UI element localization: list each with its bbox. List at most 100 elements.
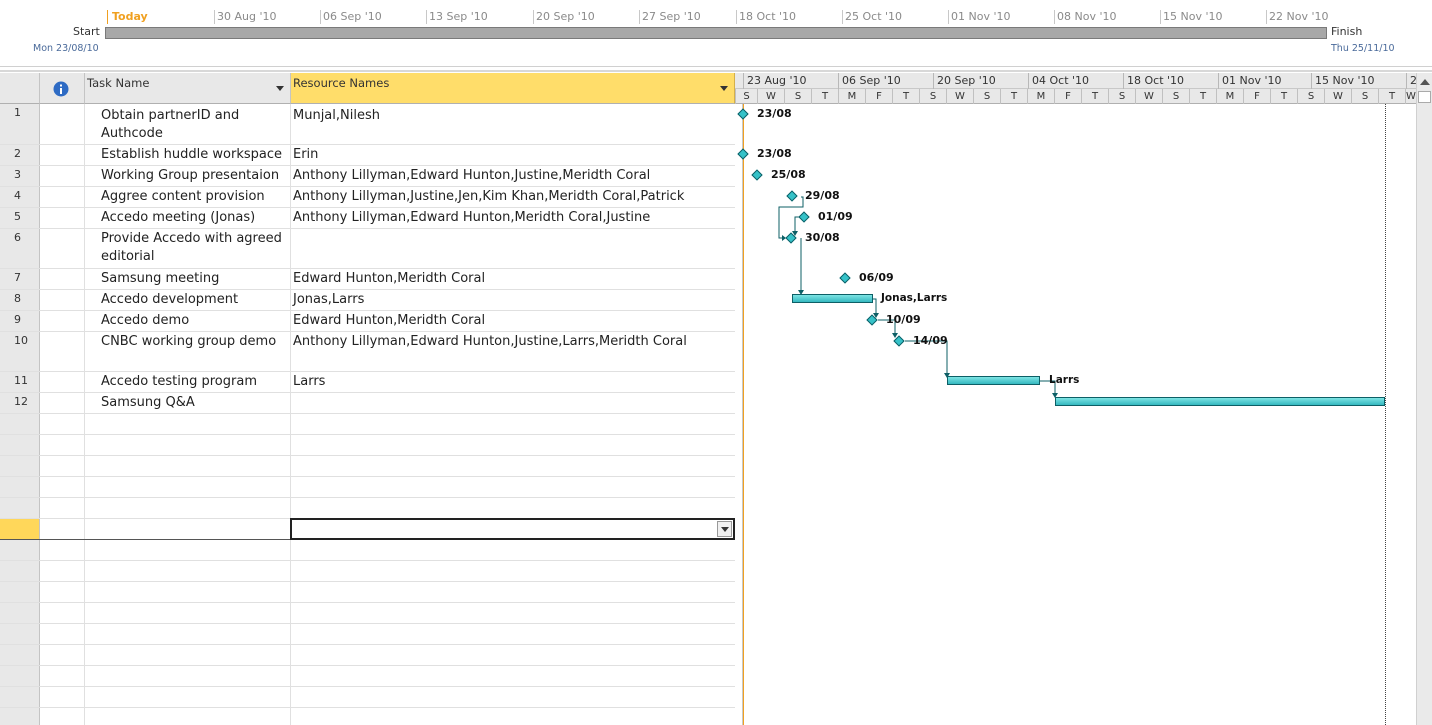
row-header-selected[interactable] <box>0 519 40 539</box>
row-header[interactable] <box>0 582 40 602</box>
row-header[interactable] <box>0 708 40 725</box>
task-name-cell[interactable]: Samsung meeting <box>101 271 220 286</box>
task-name-cell[interactable]: Accedo development <box>101 292 239 307</box>
row-header[interactable] <box>0 540 40 560</box>
link-arrow <box>792 231 798 236</box>
resource-names-cell[interactable]: Munjal,Nilesh <box>293 108 380 123</box>
timeline-date: 22 Nov '10 <box>1266 10 1328 24</box>
row-header[interactable] <box>0 561 40 581</box>
row-divider <box>0 331 735 332</box>
timeline-bar[interactable] <box>105 27 1327 39</box>
vertical-scrollbar[interactable] <box>1416 73 1432 725</box>
row-header[interactable] <box>0 666 40 686</box>
task-name-cell[interactable]: CNBC working group demo <box>101 334 277 349</box>
chevron-down-icon <box>721 527 729 532</box>
timescale-day: T <box>1378 89 1405 104</box>
row-header[interactable]: 7 <box>0 269 40 289</box>
resource-names-filter-icon[interactable] <box>720 86 728 91</box>
resource-names-column-header[interactable]: Resource Names <box>291 73 735 104</box>
row-header[interactable]: 11 <box>0 372 40 392</box>
task-bar-11[interactable] <box>947 376 1040 385</box>
scroll-thumb[interactable] <box>1418 91 1431 103</box>
task-name-column-header[interactable]: Task Name <box>85 73 291 104</box>
resource-dropdown-button[interactable] <box>717 521 732 537</box>
milestone-7-date: 06/09 <box>859 271 894 284</box>
row-header[interactable] <box>0 603 40 623</box>
row-header[interactable] <box>0 687 40 707</box>
row-header[interactable]: 10 <box>0 332 40 371</box>
row-divider <box>0 207 735 208</box>
row-divider <box>0 707 735 708</box>
scroll-up-icon[interactable] <box>1420 79 1430 85</box>
timescale-day: M <box>1216 89 1243 104</box>
row-header[interactable]: 8 <box>0 290 40 310</box>
task-name-cell[interactable]: Provide Accedo with agreed editorial <box>101 231 282 264</box>
timescale-day: T <box>1189 89 1216 104</box>
row-header[interactable] <box>0 435 40 455</box>
row-divider <box>0 289 735 290</box>
gantt-minor-timescale[interactable]: S W S T M F T S W S T M F T S W S T M F … <box>735 89 1432 104</box>
timescale-day: M <box>1027 89 1054 104</box>
resource-names-cell[interactable]: Jonas,Larrs <box>293 292 365 307</box>
row-divider <box>0 644 735 645</box>
row-header[interactable]: 5 <box>0 208 40 228</box>
resource-names-cell[interactable]: Edward Hunton,Meridth Coral <box>293 313 486 328</box>
row-header[interactable]: 4 <box>0 187 40 207</box>
task-name-cell[interactable]: Working Group presentaion <box>101 168 280 183</box>
resource-names-cell[interactable]: Anthony Lillyman,Justine,Jen,Kim Khan,Me… <box>293 189 685 204</box>
task-name-filter-icon[interactable] <box>276 86 284 91</box>
timescale-day: T <box>1270 89 1297 104</box>
gantt-chart[interactable]: 23 Aug '10 06 Sep '10 20 Sep '10 04 Oct … <box>735 73 1432 725</box>
row-header[interactable] <box>0 477 40 497</box>
task-name-cell[interactable]: Aggree content provision <box>101 189 265 204</box>
resource-names-edit-field[interactable] <box>290 518 735 540</box>
row-header[interactable]: 9 <box>0 311 40 331</box>
row-header[interactable] <box>0 456 40 476</box>
milestone-9-date: 10/09 <box>886 313 921 326</box>
row-header[interactable]: 2 <box>0 145 40 165</box>
select-all-corner[interactable] <box>0 73 40 104</box>
task-bar-12[interactable] <box>1055 397 1385 406</box>
row-header[interactable] <box>0 414 40 434</box>
task-name-cell[interactable]: Establish huddle workspace <box>101 147 282 162</box>
splitter[interactable] <box>0 70 1432 72</box>
row-header[interactable] <box>0 498 40 518</box>
task-bar-8[interactable] <box>792 294 873 303</box>
task-name-header-label: Task Name <box>87 76 150 90</box>
row-header[interactable] <box>0 624 40 644</box>
row-divider <box>0 455 735 456</box>
resource-names-cell[interactable]: Larrs <box>293 374 326 389</box>
resource-names-cell[interactable]: Erin <box>293 147 319 162</box>
timeline-date: 15 Nov '10 <box>1160 10 1222 24</box>
row-divider <box>0 581 735 582</box>
row-header[interactable]: 12 <box>0 393 40 413</box>
row-header[interactable]: 6 <box>0 229 40 268</box>
task-table[interactable]: Task Name Resource Names 1 Obtain partne… <box>0 73 735 725</box>
timeline-separator <box>0 66 1432 67</box>
gantt-major-timescale[interactable]: 23 Aug '10 06 Sep '10 20 Sep '10 04 Oct … <box>735 73 1432 89</box>
task-name-cell[interactable]: Accedo demo <box>101 313 190 328</box>
task-name-cell[interactable]: Samsung Q&A <box>101 395 195 410</box>
row-divider <box>0 497 735 498</box>
row-divider <box>0 413 735 414</box>
task-name-cell[interactable]: Obtain partnerID and Authcode <box>101 108 240 141</box>
row-header[interactable]: 3 <box>0 166 40 186</box>
timeline-view[interactable]: Today 30 Aug '10 06 Sep '10 13 Sep '10 2… <box>0 0 1432 66</box>
link-arrow <box>873 313 879 318</box>
timescale-day: F <box>1054 89 1081 104</box>
indicators-column-header[interactable] <box>40 73 85 104</box>
task-name-cell[interactable]: Accedo meeting (Jonas) <box>101 210 256 225</box>
row-header[interactable]: 1 <box>0 104 40 144</box>
row-header[interactable] <box>0 645 40 665</box>
timescale-day: S <box>1162 89 1189 104</box>
timescale-day: W <box>1405 89 1416 104</box>
timescale-week: 18 Oct '10 <box>1123 73 1218 89</box>
resource-names-cell[interactable]: Anthony Lillyman,Edward Hunton,Justine,L… <box>293 334 687 349</box>
task-name-cell[interactable]: Accedo testing program <box>101 374 257 389</box>
link-10-11 <box>905 340 948 375</box>
resource-names-cell[interactable]: Anthony Lillyman,Edward Hunton,Justine,M… <box>293 168 651 183</box>
column-divider <box>84 104 85 725</box>
resource-names-cell[interactable]: Anthony Lillyman,Edward Hunton,Meridth C… <box>293 210 651 225</box>
resource-names-cell[interactable]: Edward Hunton,Meridth Coral <box>293 271 486 286</box>
gantt-split-edge <box>735 73 743 725</box>
